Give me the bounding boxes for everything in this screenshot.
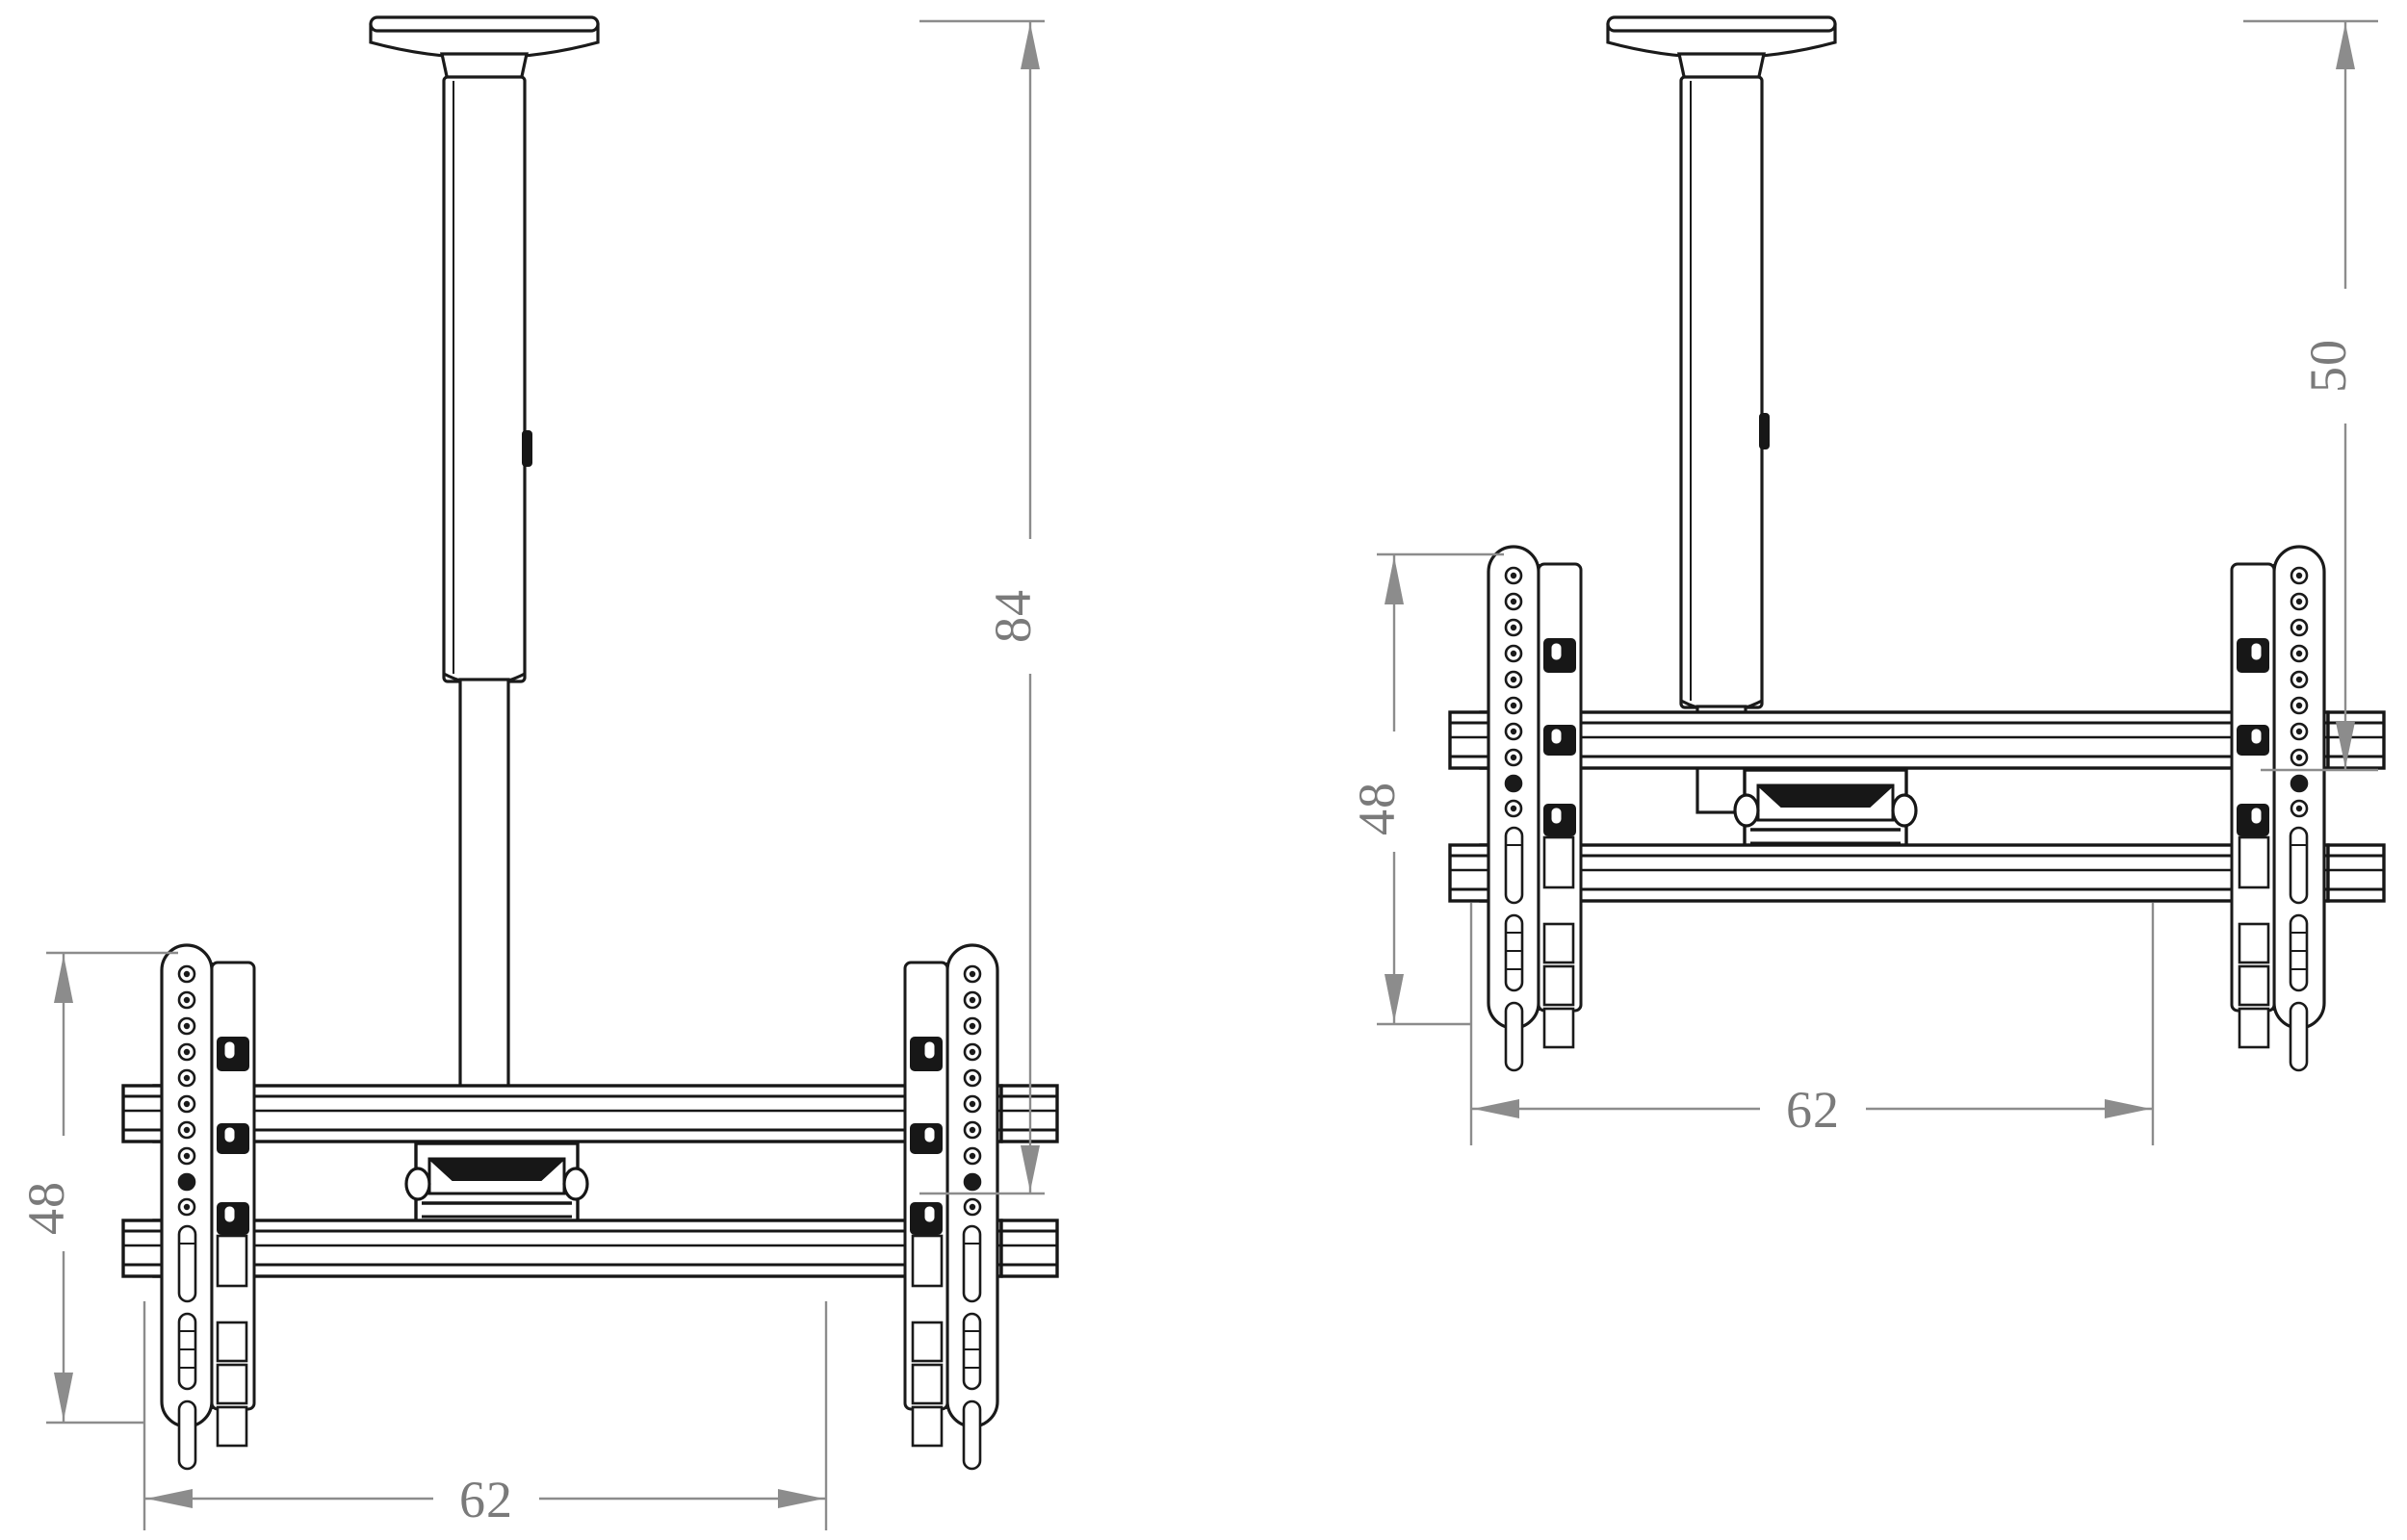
dimension-label-48-left: 48 — [17, 1181, 75, 1235]
left-vesa-bracket-arm — [160, 943, 256, 1471]
center-tilt-pivot-mechanism — [404, 1142, 589, 1234]
dimension-label-84: 84 — [984, 589, 1042, 643]
outer-extension-pole — [1679, 75, 1764, 713]
right-vesa-bracket-arm — [2230, 545, 2326, 1072]
dimension-label-62-right: 62 — [1786, 1081, 1840, 1139]
pole-set-screw — [522, 430, 532, 467]
ceiling-mounting-plate — [1606, 15, 1837, 83]
left-vesa-bracket-arm — [1487, 545, 1583, 1072]
dimension-width-62-right: 62 — [1469, 903, 2155, 1145]
dimension-height-84: 84 — [919, 19, 1045, 1195]
ceiling-mounting-plate — [369, 15, 600, 83]
dimension-bracket-height-48-right: 48 — [1348, 552, 1504, 1026]
dimension-bracket-height-48-left: 48 — [17, 951, 178, 1424]
front-view: 84 48 62 — [17, 15, 1059, 1530]
dimension-width-62-left: 62 — [142, 1301, 828, 1530]
pole-set-screw — [1759, 413, 1770, 449]
inner-telescoping-pole — [458, 678, 510, 1110]
dimension-height-50: 50 — [2243, 19, 2378, 772]
dimension-label-50: 50 — [2299, 339, 2357, 393]
side-view: 50 48 62 — [1348, 15, 2386, 1145]
dimension-label-48-right: 48 — [1348, 782, 1406, 835]
right-vesa-bracket-arm — [903, 943, 999, 1471]
outer-extension-pole — [442, 75, 527, 686]
dimension-label-62-left: 62 — [459, 1471, 513, 1528]
